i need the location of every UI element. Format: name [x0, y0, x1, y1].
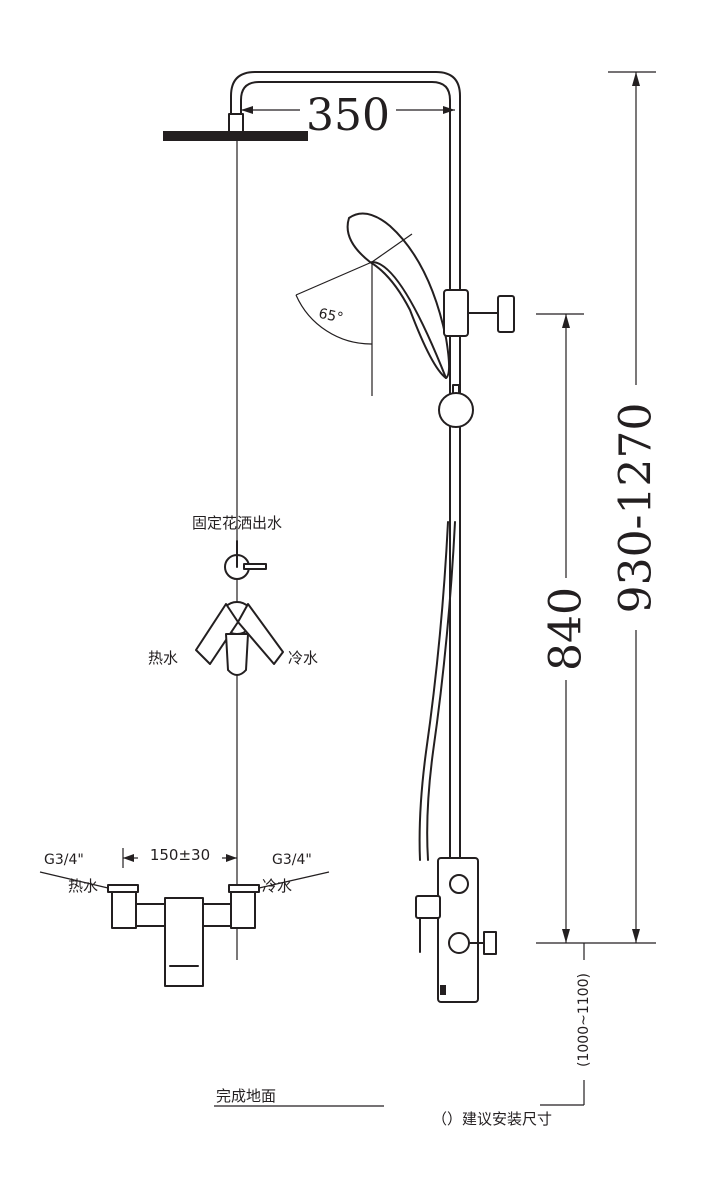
- hose: [418, 521, 456, 861]
- dimension-350: 350: [241, 90, 455, 141]
- mixer-handle-top-view: [195, 601, 284, 676]
- finished-floor-label: 完成地面: [216, 1087, 276, 1105]
- legend-note: （）建议安装尺寸: [432, 1110, 552, 1128]
- hot-water-bottom-label: 热水: [68, 877, 98, 895]
- thread-right-label: G3/4": [272, 852, 312, 868]
- thread-left-label: G3/4": [44, 852, 84, 868]
- hot-water-label: 热水: [148, 649, 178, 667]
- dimension-overall-height: 930-1270: [536, 71, 662, 944]
- dimension-350-label: 350: [306, 90, 390, 141]
- dimension-840: 840: [536, 313, 592, 943]
- dimension-inlet-spacing-label: 150±30: [150, 846, 210, 864]
- riser-bar: [449, 117, 461, 861]
- dimension-install-range-label: (1000~1100): [576, 973, 592, 1067]
- hand-shower: [346, 212, 450, 379]
- hand-shower-holder: [443, 289, 515, 337]
- dimension-840-label: 840: [541, 587, 592, 671]
- fixed-outlet-top-view: [224, 540, 267, 580]
- cold-water-label: 冷水: [288, 649, 318, 667]
- angle-label: 65°: [317, 306, 345, 327]
- angle-indicator: 65°: [295, 233, 413, 396]
- rain-shower-head: [163, 131, 308, 141]
- thermostatic-mixer-body: [415, 857, 497, 1003]
- overhead-arm: [228, 71, 461, 133]
- fixed-outlet-label: 固定花洒出水: [192, 514, 282, 532]
- wall-faucet: [107, 884, 260, 987]
- dimension-overall-height-label: 930-1270: [611, 403, 662, 614]
- cold-water-bottom-label: 冷水: [262, 877, 292, 895]
- dimension-inlet-spacing: 150±30: [122, 846, 237, 868]
- dimension-install-range: (1000~1100): [540, 943, 592, 1106]
- slider-knob: [438, 384, 474, 428]
